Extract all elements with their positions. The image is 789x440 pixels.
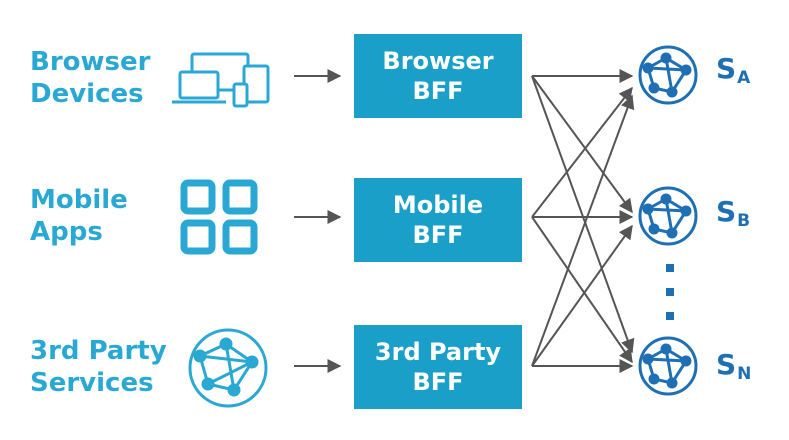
bff-box-3rd-party: 3rd Party BFF xyxy=(354,325,522,409)
arrow-mobilebff-to-sa xyxy=(531,86,633,218)
network-globe-icon xyxy=(188,328,268,408)
network-globe-icon xyxy=(638,186,698,246)
bff-box-mobile: Mobile BFF xyxy=(354,178,522,262)
bff-label-line2: BFF xyxy=(412,368,464,396)
ellipsis-dot xyxy=(666,312,674,320)
service-label-sub: B xyxy=(737,211,751,231)
service-label-n: SN xyxy=(716,348,751,384)
service-label-sub: A xyxy=(737,68,751,88)
bff-label-line2: BFF xyxy=(412,77,464,105)
client-label-mobile-apps: Mobile Apps xyxy=(30,184,128,248)
client-label-line1: Mobile xyxy=(30,185,128,215)
arrow-3rdpartybff-to-sa xyxy=(531,94,635,367)
network-globe-icon xyxy=(638,45,698,105)
ellipsis-dot xyxy=(666,264,674,272)
bff-label-line1: Browser xyxy=(382,47,494,75)
bff-label-line1: Mobile xyxy=(392,191,484,219)
network-globe-icon xyxy=(638,336,698,396)
client-label-line2: Services xyxy=(30,368,154,398)
client-label-3rd-party-services: 3rd Party Services xyxy=(30,335,167,399)
ellipsis-dot xyxy=(666,288,674,296)
service-label-main: S xyxy=(716,348,737,381)
service-label-main: S xyxy=(716,52,737,85)
service-label-b: SB xyxy=(716,195,750,231)
client-label-line2: Apps xyxy=(30,217,103,247)
devices-icon xyxy=(172,52,270,108)
arrow-browserbff-to-sn xyxy=(531,75,635,354)
arrow-3rdpartybff-to-sb xyxy=(531,224,633,367)
app-grid-icon xyxy=(180,179,258,255)
client-label-line1: Browser xyxy=(30,47,151,77)
client-label-line2: Devices xyxy=(30,79,144,109)
arrow-mobilebff-to-sn xyxy=(531,216,633,364)
client-label-browser-devices: Browser Devices xyxy=(30,46,150,110)
service-label-a: SA xyxy=(716,52,750,88)
bff-label-line1: 3rd Party xyxy=(374,338,502,366)
service-label-main: S xyxy=(716,195,737,228)
client-label-line1: 3rd Party xyxy=(30,336,167,366)
bff-box-browser: Browser BFF xyxy=(354,34,522,118)
arrow-browserbff-to-sb xyxy=(531,75,633,214)
bff-label-line2: BFF xyxy=(412,221,464,249)
service-label-sub: N xyxy=(737,364,752,384)
